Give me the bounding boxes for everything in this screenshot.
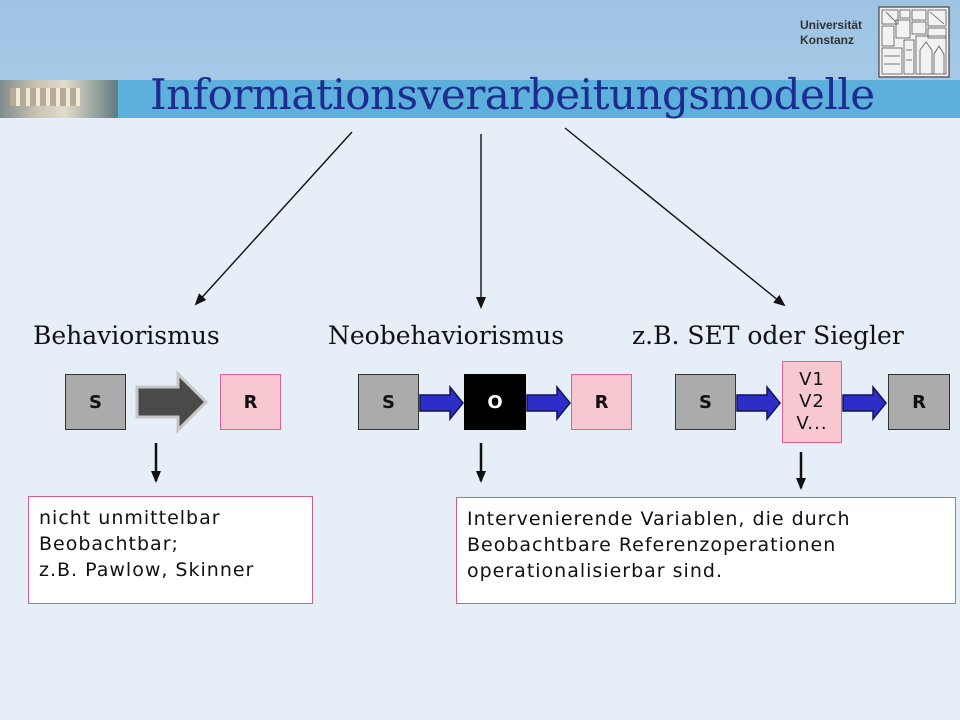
variable-v2: V2 [799,391,825,412]
behaviorismus-note-line3: z.B. Pawlow, Skinner [39,559,255,581]
set-siegler-stimulus-box: S [675,374,736,430]
variable-v-more: V... [796,413,828,434]
blue-arrow-v-to-r-icon [842,384,887,422]
campus-photo [0,80,118,118]
university-name: Universität Konstanz [800,18,862,48]
branch-arrow-behaviorismus [194,131,353,306]
branch-arrow-set-siegler [564,127,786,307]
behaviorismus-note-line2: Beobachtbar; [39,533,179,555]
neobehaviorismus-note-line3: operationalisierbar sind. [467,560,723,582]
behaviorismus-note: nicht unmittelbar Beobachtbar; z.B. Pawl… [28,496,313,604]
variable-v1: V1 [799,369,825,390]
neobehaviorismus-organism-box: O [464,374,526,430]
neobehaviorismus-stimulus-box: S [358,374,419,430]
label-behaviorismus: Behaviorismus [33,321,220,350]
university-name-line2: Konstanz [800,33,854,47]
title-strip [0,80,960,118]
blue-arrow-s-to-v-icon [736,384,781,422]
university-logo-icon [878,6,950,78]
university-name-line1: Universität [800,18,863,32]
big-grey-arrow-icon [135,370,209,434]
behaviorismus-response-box: R [220,374,281,430]
set-siegler-variables-box: V1 V2 V... [782,361,842,443]
neobehaviorismus-response-box: R [571,374,632,430]
label-neobehaviorismus: Neobehaviorismus [328,321,565,350]
set-siegler-response-box: R [888,374,950,430]
blue-arrow-s-to-o-icon [419,384,464,422]
neobehaviorismus-note: Intervenierende Variablen, die durch Beo… [456,497,956,604]
behaviorismus-stimulus-box: S [65,374,126,430]
blue-arrow-o-to-r-icon [526,384,571,422]
neobehaviorismus-note-line1: Intervenierende Variablen, die durch [467,508,851,530]
label-set-siegler: z.B. SET oder Siegler [632,321,904,350]
slide-title: Informationsverarbeitungsmodelle [150,70,875,119]
behaviorismus-note-line1: nicht unmittelbar [39,507,221,529]
neobehaviorismus-note-line2: Beobachtbare Referenzoperationen [467,534,837,556]
